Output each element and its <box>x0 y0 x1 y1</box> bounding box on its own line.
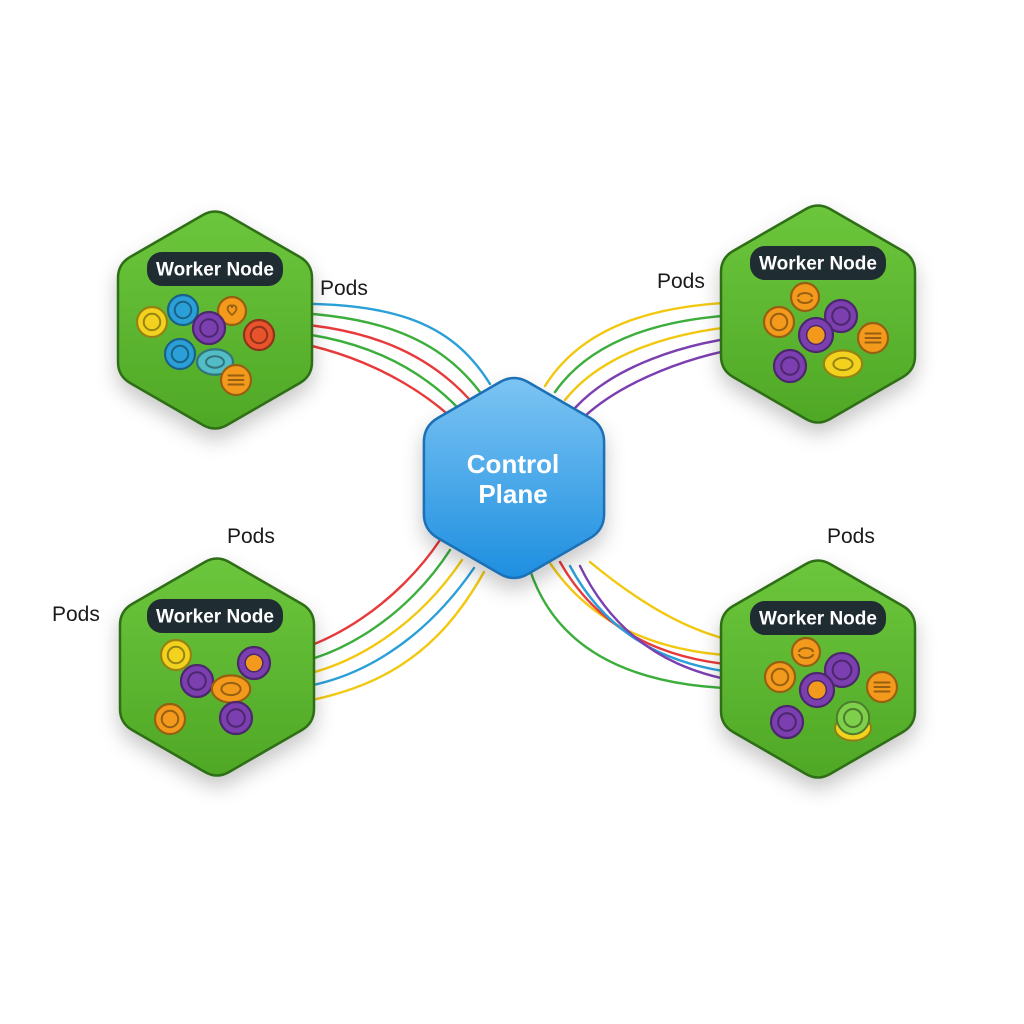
pod-icon <box>191 310 227 346</box>
worker-node-hexagon <box>118 557 316 777</box>
pod-icon <box>135 305 169 339</box>
worker-node-badge <box>750 601 886 635</box>
pod-icon <box>790 636 822 668</box>
worker-node-badge <box>147 252 283 286</box>
pod-icon <box>195 348 235 376</box>
worker-node-label: Worker Node <box>759 254 877 275</box>
pod-icon <box>797 316 835 354</box>
pods-label-bottom-left-side: Pods <box>52 603 100 626</box>
pod-icon <box>242 318 276 352</box>
pod-icon <box>762 305 796 339</box>
worker-node-hexagon <box>719 204 917 424</box>
worker-node-label: Worker Node <box>156 260 274 281</box>
pod-group <box>763 636 899 742</box>
pod-icon <box>823 298 859 334</box>
pod-group <box>762 281 890 384</box>
pod-icon <box>236 645 272 681</box>
control-plane-hexagon <box>422 376 606 580</box>
worker-node-top-left[interactable]: Worker Node <box>116 210 314 430</box>
worker-node-hexagon <box>719 559 917 779</box>
pod-icon <box>789 281 821 313</box>
pod-group <box>153 638 272 736</box>
pod-icon <box>153 702 187 736</box>
pod-icon <box>179 663 215 699</box>
pods-label-top-left: Pods <box>320 277 368 300</box>
pod-icon <box>216 295 248 327</box>
control-plane-label-line1: Control <box>467 449 559 479</box>
pod-icon <box>823 651 861 689</box>
control-plane-node[interactable]: Control Plane <box>422 376 606 580</box>
pod-icon <box>822 349 864 379</box>
pod-icon <box>166 293 200 327</box>
pod-icon <box>834 700 872 742</box>
pod-icon <box>218 700 254 736</box>
worker-node-label: Worker Node <box>156 607 274 628</box>
worker-node-badge <box>147 599 283 633</box>
pod-icon <box>798 671 836 709</box>
pod-icon <box>763 660 797 694</box>
pods-label-bottom-right: Pods <box>827 525 875 548</box>
control-plane-label-line2: Plane <box>478 479 547 509</box>
worker-node-badge <box>750 246 886 280</box>
worker-node-bottom-left[interactable]: Worker Node <box>118 557 316 777</box>
pod-icon <box>159 638 193 672</box>
worker-node-label: Worker Node <box>759 609 877 630</box>
pod-icon <box>769 704 805 740</box>
pods-label-bottom-left-upper: Pods <box>227 525 275 548</box>
pod-icon <box>219 363 253 397</box>
pod-icon <box>772 348 808 384</box>
pod-icon <box>865 670 899 704</box>
pods-label-top-right: Pods <box>657 270 705 293</box>
pod-icon <box>856 321 890 355</box>
worker-node-bottom-right[interactable]: Worker Node <box>719 559 917 779</box>
worker-node-top-right[interactable]: Worker Node <box>719 204 917 424</box>
pod-icon <box>210 674 252 704</box>
pod-group <box>135 293 276 397</box>
pod-icon <box>163 337 197 371</box>
